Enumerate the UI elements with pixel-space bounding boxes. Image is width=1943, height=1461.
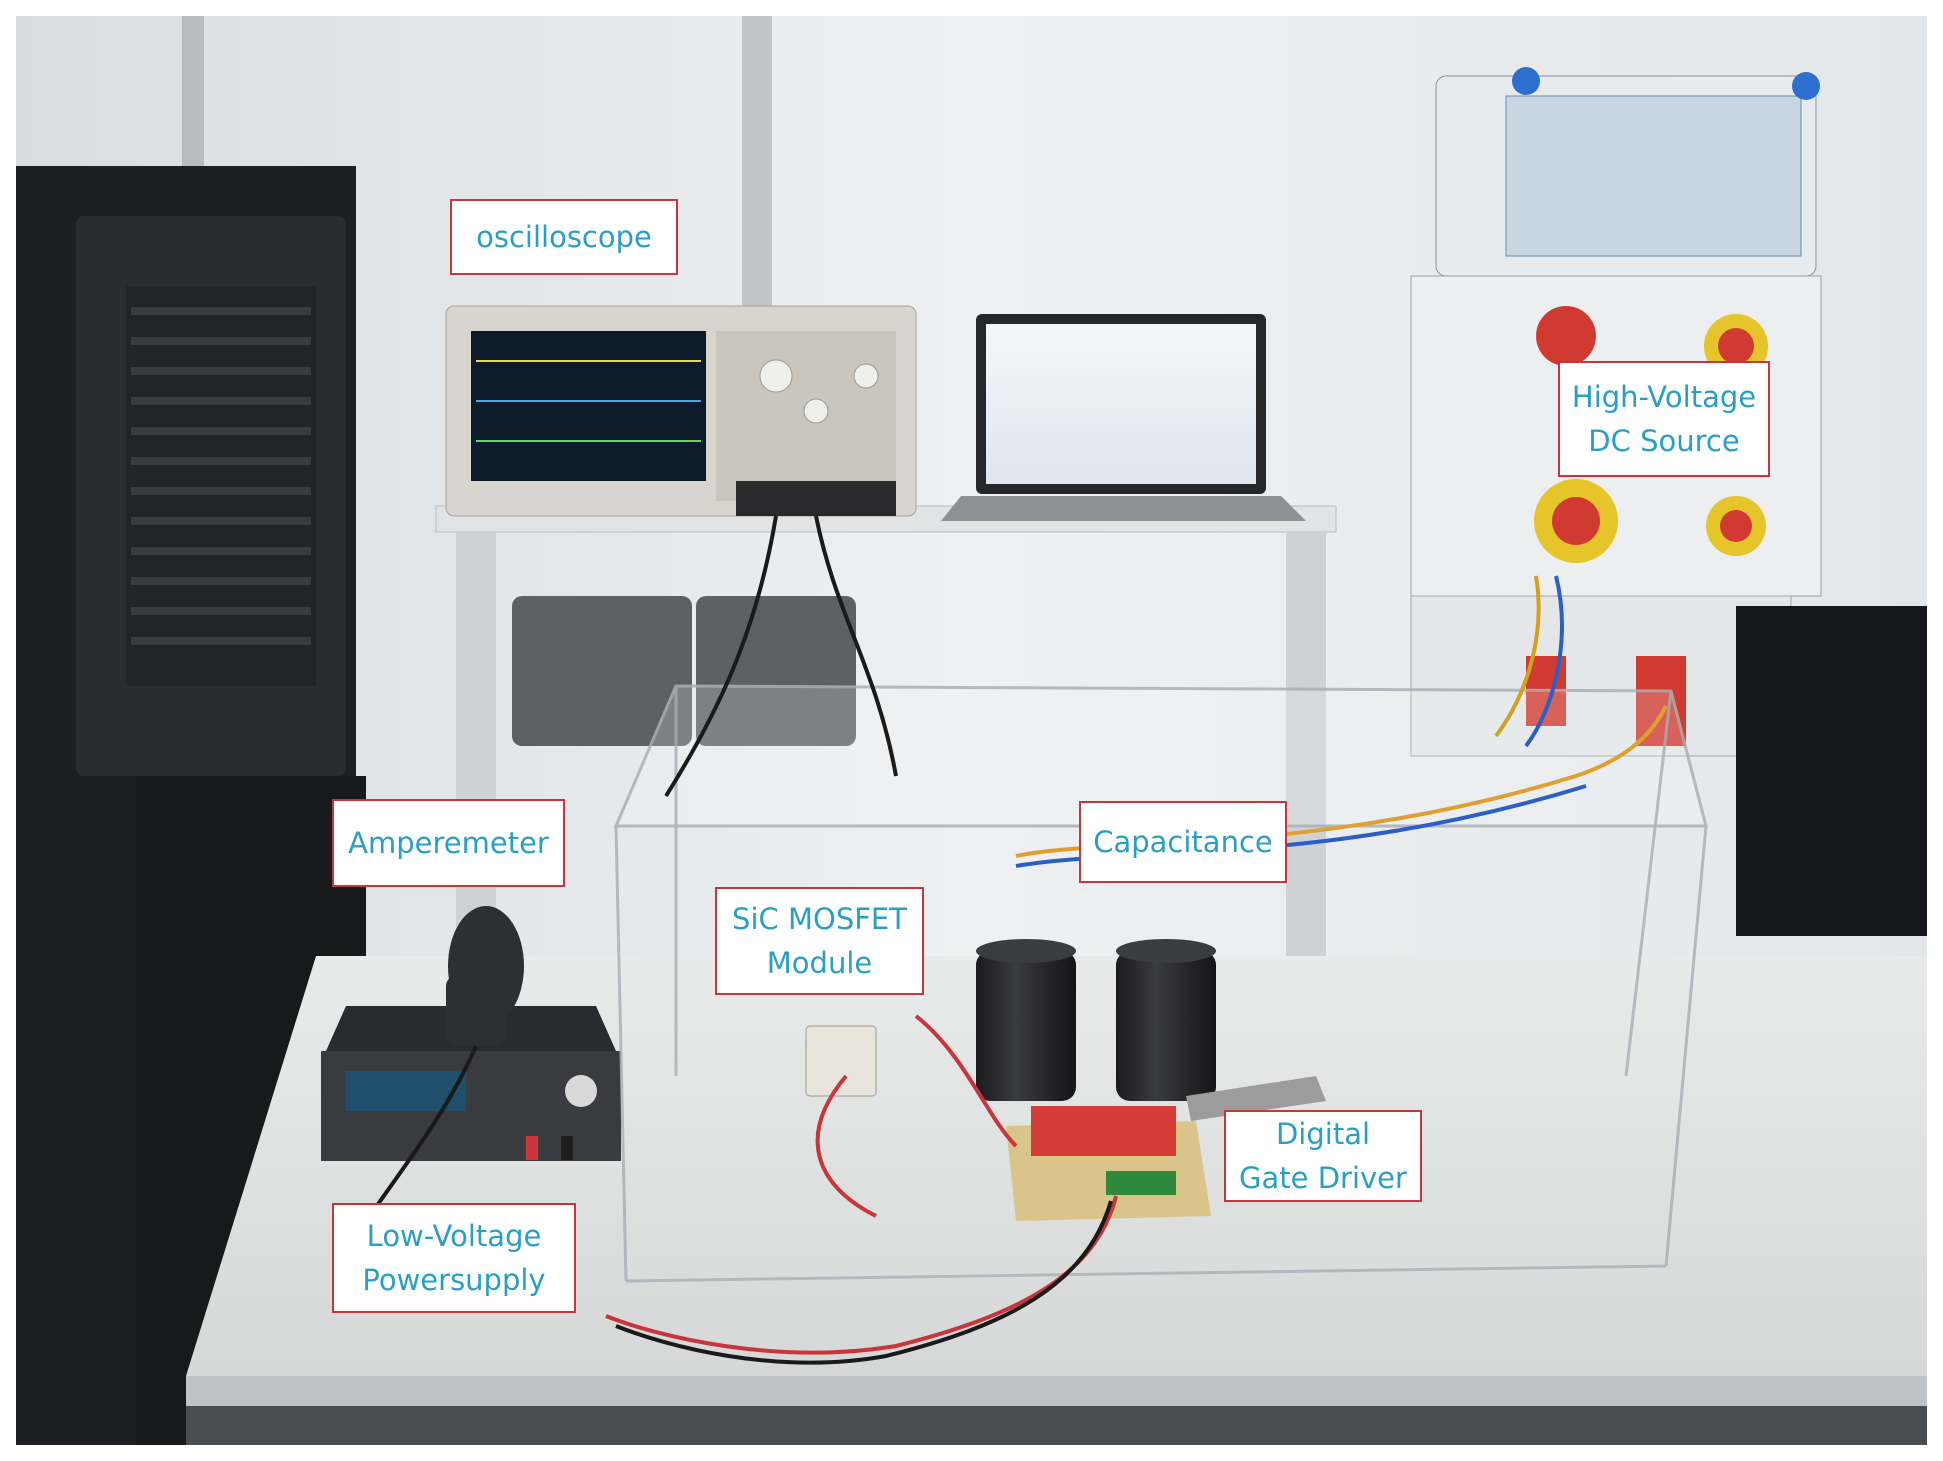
gate-driver-board [1006, 1076, 1326, 1221]
laptop-device [941, 314, 1306, 521]
capacitors [976, 939, 1216, 1101]
amperemeter-clamp [446, 906, 524, 1046]
sic-mosfet-device [805, 1025, 877, 1097]
lab-setup-photo [16, 16, 1927, 1445]
label-hv-dc-source: High-Voltage DC Source [1558, 361, 1770, 477]
acrylic-enclosure [613, 684, 1708, 1283]
label-low-voltage-powersupply: Low-Voltage Powersupply [332, 1203, 576, 1313]
label-sic-mosfet-module: SiC MOSFET Module [715, 887, 924, 995]
photo-frame: oscilloscope High-Voltage DC Source Ampe… [16, 16, 1927, 1445]
lv-powersupply-device [321, 1006, 621, 1161]
right-monitor [1736, 606, 1927, 936]
pipe-center [742, 16, 772, 316]
label-amperemeter: Amperemeter [332, 799, 565, 887]
label-oscilloscope: oscilloscope [450, 199, 678, 275]
pipe-left [182, 16, 204, 196]
label-digital-gate-driver: Digital Gate Driver [1224, 1110, 1422, 1202]
oscilloscope-device [445, 305, 917, 517]
label-capacitance: Capacitance [1079, 801, 1287, 883]
